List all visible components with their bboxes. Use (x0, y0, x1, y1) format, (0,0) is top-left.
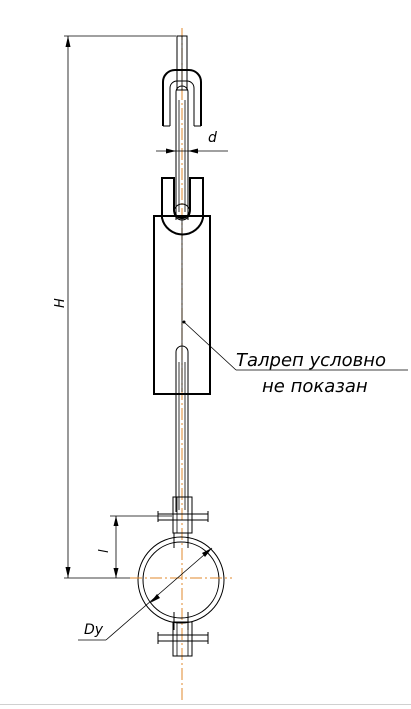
pipe-clamp (137, 533, 225, 630)
upper-bolt (157, 496, 209, 534)
dimension-d: d (156, 130, 228, 154)
upper-clevis (162, 69, 202, 127)
dimension-h-label: H (53, 298, 68, 308)
dimension-d-label: d (208, 130, 217, 146)
lower-bolt (157, 621, 209, 657)
dimension-dy: Dy (78, 547, 213, 641)
dimension-l-label: l (97, 549, 112, 553)
dimension-dy-label: Dy (84, 622, 104, 638)
turnbuckle-body (153, 215, 211, 395)
note-leader (182, 320, 408, 371)
note-line-2: не показан (262, 376, 368, 397)
bottom-border (0, 704, 411, 705)
note-line-1: Талреп условно (236, 350, 386, 371)
dimension-l: l (97, 515, 172, 578)
top-rod (176, 35, 188, 91)
lower-clevis (161, 177, 204, 236)
lower-rod (175, 345, 189, 512)
dimension-h: H (53, 35, 176, 579)
